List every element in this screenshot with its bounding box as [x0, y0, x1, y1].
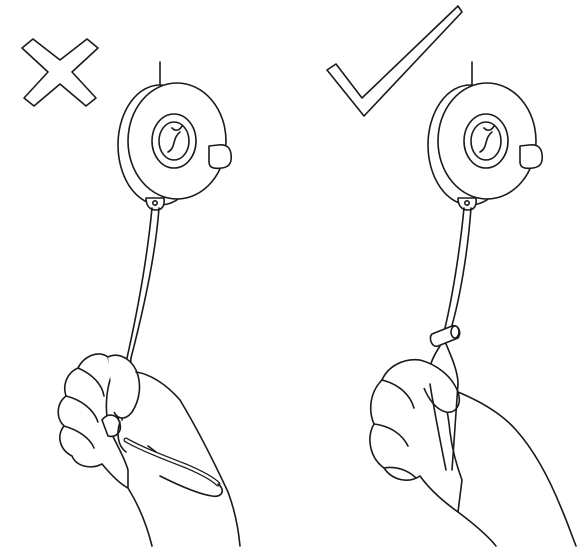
cord: [443, 207, 472, 333]
hand-holding-cord: [57, 353, 241, 547]
panel-incorrect: [21, 38, 241, 547]
side-tab: [208, 144, 233, 170]
cord-clip: [457, 197, 477, 211]
panel-correct: [326, 5, 577, 547]
side-tab: [519, 144, 544, 170]
hand-holding-cord: [369, 358, 577, 547]
reel-device: [427, 82, 544, 211]
wrist-loop: [117, 421, 224, 498]
checkmark-icon: [326, 5, 463, 117]
cross-icon: [21, 38, 99, 107]
cord-stopper: [429, 324, 461, 348]
cord-clip: [145, 197, 165, 211]
spiral-emblem: [167, 131, 181, 153]
spiral-emblem: [479, 131, 493, 153]
reel-device: [117, 82, 233, 211]
